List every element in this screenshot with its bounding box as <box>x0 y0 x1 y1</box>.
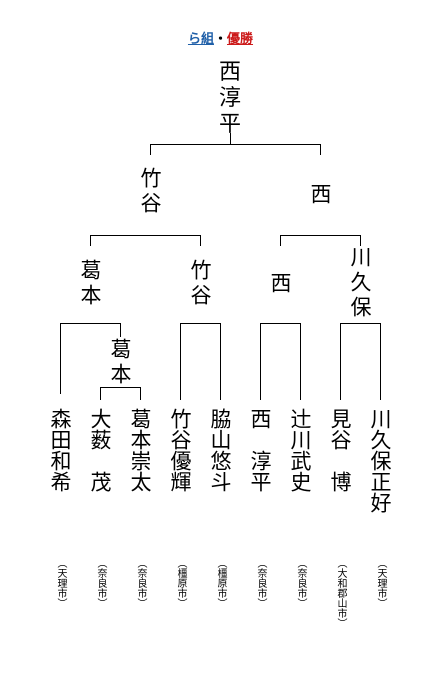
semi-right-bracket <box>280 235 361 246</box>
quarter-kawakubo-bracket <box>340 323 381 400</box>
player-2-city: （奈良市） <box>95 558 106 608</box>
final-winner-right: 西 <box>308 183 332 204</box>
final-winner-left: 竹谷 <box>138 167 162 217</box>
player-6-name: 西 淳平 <box>248 408 272 492</box>
semi-left-bracket <box>90 235 201 246</box>
player-5-name: 脇山悠斗 <box>208 408 232 492</box>
first-round-bracket <box>100 387 141 400</box>
group-name: ら組 <box>187 32 214 47</box>
result-label: 優勝 <box>227 32 254 47</box>
player-4-name: 竹谷優輝 <box>168 408 192 492</box>
player-9-name: 川久保正好 <box>368 408 392 513</box>
player-7-city: （奈良市） <box>295 558 306 608</box>
player-1-city: （天理市） <box>55 558 66 608</box>
semi-winner-4: 川久保 <box>348 246 372 321</box>
final-bracket <box>150 144 321 155</box>
champion-name: 西 淳平 <box>218 60 241 137</box>
player-6-city: （奈良市） <box>255 558 266 608</box>
first-round-winner: 葛本 <box>108 338 132 388</box>
semi-winner-2: 竹谷 <box>188 259 212 309</box>
player-8-name: 見谷 博 <box>328 408 352 492</box>
player-8-city: （大和郡山市） <box>335 558 346 628</box>
quarter-kuzumoto-bracket <box>60 323 121 394</box>
player-1-name: 森田和希 <box>48 408 72 492</box>
semi-winner-3: 西 <box>268 272 292 293</box>
player-2-name: 大薮 茂 <box>88 408 112 492</box>
quarter-nishi-bracket <box>260 323 301 400</box>
player-4-city: （橿原市） <box>175 558 186 608</box>
player-3-city: （奈良市） <box>135 558 146 608</box>
semi-winner-1: 葛本 <box>78 259 102 309</box>
player-3-name: 葛本崇太 <box>128 408 152 492</box>
player-9-city: （天理市） <box>375 558 386 608</box>
quarter-takeya-bracket <box>180 323 221 400</box>
player-5-city: （橿原市） <box>215 558 226 608</box>
page-title: ら組・優勝 <box>0 32 441 48</box>
title-separator: ・ <box>213 32 227 47</box>
player-7-name: 辻川武史 <box>288 408 312 492</box>
